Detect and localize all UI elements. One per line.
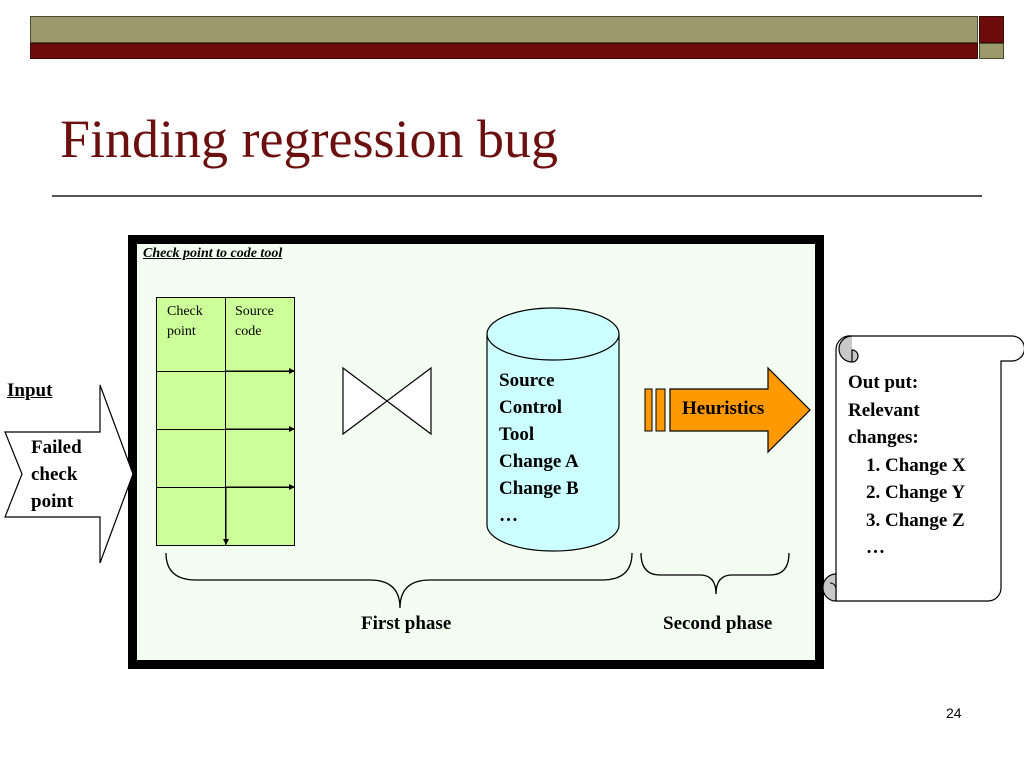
- source-control-cylinder: [486, 307, 620, 552]
- output-item: 3. Change Z: [866, 509, 965, 531]
- cylinder-line: Control: [499, 397, 562, 418]
- output-item: …: [866, 537, 885, 558]
- page-number: 24: [946, 705, 962, 721]
- heuristics-label: Heuristics: [682, 398, 765, 419]
- output-line: Out put:: [848, 372, 919, 393]
- header-bar-maroon: [30, 43, 978, 59]
- table-row-arrows: [223, 368, 295, 545]
- second-phase-brace: [640, 552, 790, 595]
- cylinder-line: …: [499, 505, 518, 526]
- header-square-olive: [979, 43, 1004, 59]
- table-header-source-code: Source code: [235, 304, 274, 339]
- input-text: Failed check point: [31, 434, 82, 515]
- input-line: Failed: [31, 437, 82, 458]
- cylinder-line: Source: [499, 370, 555, 391]
- input-line: check: [31, 464, 78, 485]
- output-item: 2. Change Y: [866, 482, 966, 503]
- second-phase-label: Second phase: [663, 613, 773, 634]
- collate-symbol: [342, 366, 432, 436]
- table-header-checkpoint: Check point: [167, 304, 203, 339]
- input-label: Input: [7, 380, 53, 401]
- panel-caption: Check point to code tool: [143, 246, 283, 261]
- input-line: point: [31, 491, 74, 512]
- output-line: Relevant: [848, 399, 920, 421]
- cylinder-line: Change A: [499, 451, 579, 472]
- title-divider: [52, 195, 982, 197]
- header-square-maroon: [979, 16, 1004, 43]
- table-row-divider: [156, 429, 295, 430]
- cylinder-line: Tool: [499, 424, 535, 445]
- input-arrow-shape: [4, 384, 134, 564]
- slide-title: Finding regression bug: [60, 109, 558, 169]
- table-row-divider: [156, 371, 295, 372]
- cylinder-line: Change B: [499, 478, 579, 499]
- output-line: changes:: [848, 427, 919, 448]
- output-scroll: [822, 335, 1024, 602]
- first-phase-brace: [165, 552, 633, 609]
- first-phase-label: First phase: [361, 613, 452, 634]
- header-bar-olive: [30, 16, 978, 43]
- source-control-text: Source Control Tool Change A Change B …: [499, 367, 579, 529]
- output-item: 1. Change X: [866, 454, 966, 476]
- output-text: Out put: Relevant changes: 1. Change X 2…: [848, 369, 966, 562]
- heuristics-arrow: [644, 366, 811, 454]
- table-column-divider: [225, 297, 226, 546]
